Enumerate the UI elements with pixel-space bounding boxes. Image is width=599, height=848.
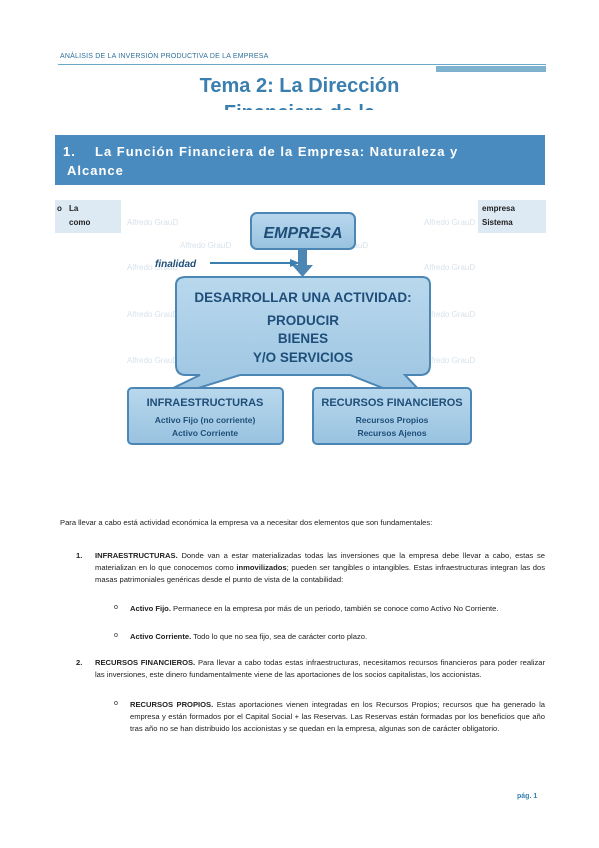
- recursos-line1: Recursos Propios: [356, 415, 429, 425]
- bullet-icon: o: [114, 700, 118, 707]
- side-note-right: empresa Sistema: [478, 200, 546, 233]
- recursos-financieros-box: [312, 387, 472, 445]
- recursos-title: RECURSOS FINANCIEROS: [321, 397, 462, 409]
- watermark: Alfredo GrauD: [127, 263, 179, 272]
- section-heading-line1: La Función Financiera de la Empresa: Nat…: [95, 144, 459, 159]
- item-text2: ; pueden ser tangibles o intangibles. Es…: [95, 563, 546, 584]
- side-note-left: o La como: [55, 200, 121, 233]
- sub-item-activo-fijo: Activo Fijo. Permanece en la empresa por…: [130, 603, 545, 615]
- connector-stem: [298, 249, 307, 267]
- item-text: Para llevar a cabo todas estas infraestr…: [95, 658, 545, 679]
- side-left-line2: como: [69, 218, 91, 227]
- list-number: 1.: [76, 551, 83, 560]
- sub-term: RECURSOS PROPIOS.: [130, 700, 214, 709]
- section-number: 1.: [63, 144, 76, 159]
- infraestructuras-title: INFRAESTRUCTURAS: [147, 397, 264, 409]
- document-title-continuation: Financiera de la: [0, 100, 599, 110]
- finalidad-label: finalidad: [155, 259, 197, 270]
- list-item-infraestructuras: INFRAESTRUCTURAS. Donde van a estar mate…: [95, 550, 545, 586]
- watermark: Alfredo GrauD: [424, 310, 476, 319]
- business-activity-diagram: EMPRESA finalidad DESARROLLAR UNA ACTIVI…: [127, 212, 472, 445]
- section-heading: 1. La Función Financiera de la Empresa: N…: [55, 135, 545, 185]
- infraestructuras-line1: Activo Fijo (no corriente): [155, 415, 256, 425]
- page-number: pág. 1: [517, 793, 538, 800]
- watermark: Alfredo GrauD: [127, 356, 179, 365]
- bullet-icon: o: [114, 604, 118, 611]
- infraestructuras-box: [127, 387, 284, 445]
- bullet-icon: o: [57, 204, 62, 213]
- side-left-line1: La: [69, 204, 79, 213]
- activity-line2: BIENES: [278, 331, 328, 346]
- item-term2: inmovilizados: [236, 563, 287, 572]
- header-rule: [58, 64, 546, 65]
- item-term: RECURSOS FINANCIEROS.: [95, 658, 196, 667]
- finalidad-arrowhead: [290, 259, 300, 267]
- document-title: Tema 2: La Dirección: [199, 75, 400, 97]
- watermark: Alfredo GrauD: [180, 241, 232, 250]
- sub-text: Todo lo que no sea fijo, sea de carácter…: [191, 632, 368, 641]
- sub-term: Activo Fijo.: [130, 604, 171, 613]
- section-heading-line2: Alcance: [67, 163, 124, 178]
- sub-term: Activo Corriente.: [130, 632, 192, 641]
- empresa-label: EMPRESA: [263, 225, 342, 242]
- watermark: Alfredo GrauD: [424, 356, 476, 365]
- sub-text: Estas aportaciones vienen integradas en …: [130, 700, 546, 733]
- connector-arrowhead: [292, 265, 313, 277]
- infraestructuras-line2: Activo Corriente: [172, 428, 238, 438]
- sub-item-activo-corriente: Activo Corriente. Todo lo que no sea fij…: [130, 631, 545, 643]
- activity-line3: Y/O SERVICIOS: [253, 350, 353, 365]
- recursos-line2: Recursos Ajenos: [357, 428, 426, 438]
- intro-paragraph: Para llevar a cabo está actividad económ…: [60, 518, 433, 527]
- activity-box: [127, 276, 439, 411]
- side-right-line1: empresa: [482, 204, 515, 213]
- side-right-line2: Sistema: [482, 218, 513, 227]
- activity-title: DESARROLLAR UNA ACTIVIDAD:: [194, 290, 411, 305]
- list-item-recursos-financieros: RECURSOS FINANCIEROS. Para llevar a cabo…: [95, 657, 545, 681]
- bullet-icon: o: [114, 632, 118, 639]
- sub-item-recursos-propios: RECURSOS PROPIOS. Estas aportaciones vie…: [130, 699, 545, 735]
- watermark: Alfredo GrauD: [424, 263, 476, 272]
- sub-text: Permanece en la empresa por más de un pe…: [170, 604, 499, 613]
- watermark: Alfredo GrauD: [424, 218, 476, 227]
- running-header: ANÁLISIS DE LA INVERSIÓN PRODUCTIVA DE L…: [60, 53, 269, 60]
- item-term: INFRAESTRUCTURAS.: [95, 551, 178, 560]
- item-text: Donde van a estar materializadas todas l…: [95, 551, 545, 572]
- header-accent-bar: [436, 66, 546, 72]
- watermark: Alfredo GrauD: [127, 310, 179, 319]
- activity-line1: PRODUCIR: [267, 313, 339, 328]
- list-number: 2.: [76, 658, 83, 667]
- watermark: Alfredo GrauD: [127, 218, 179, 227]
